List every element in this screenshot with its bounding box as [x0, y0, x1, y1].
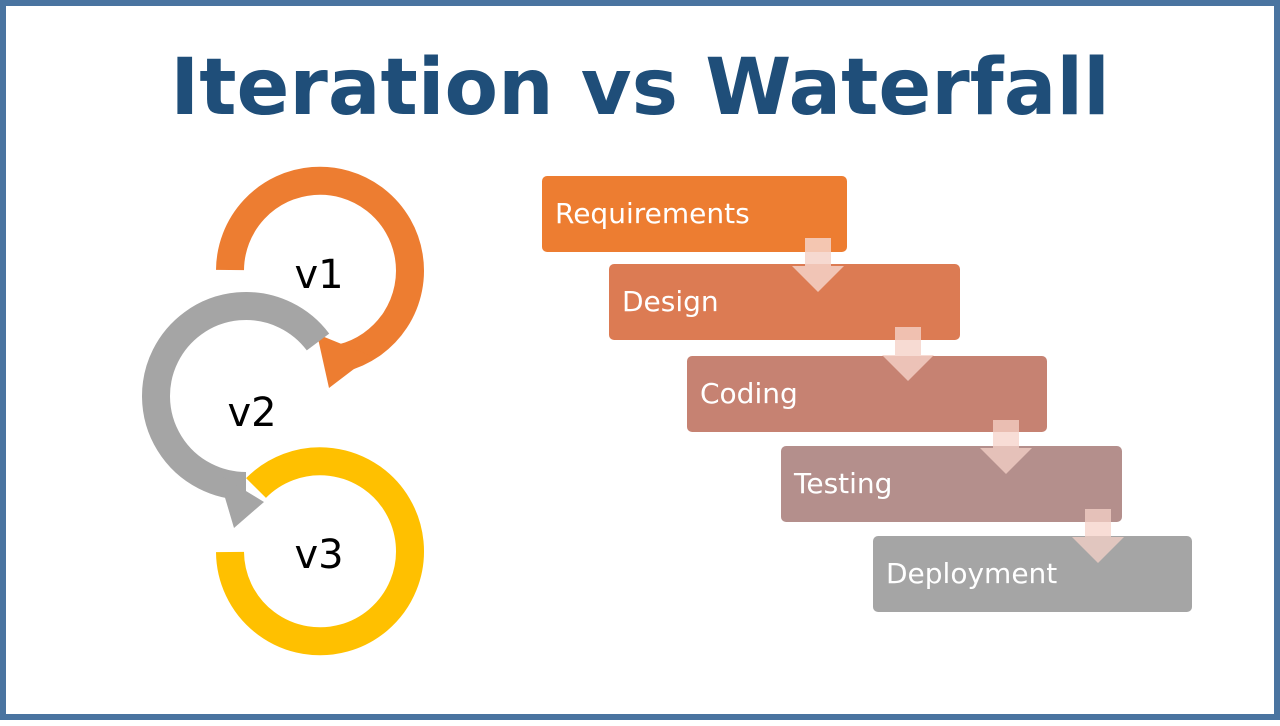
step-label: Testing [794, 467, 893, 500]
step-label: Deployment [886, 557, 1058, 590]
v2-arrowhead [218, 474, 264, 528]
v3-arc [216, 447, 424, 656]
down-arrow-icon [980, 420, 1032, 474]
step-label: Coding [700, 377, 798, 410]
step-label: Design [622, 285, 719, 318]
waterfall-step-requirements: Requirements [542, 176, 847, 252]
v3-label: v3 [294, 532, 343, 578]
slide-title: Iteration vs Waterfall [170, 43, 1110, 133]
v1-arrowhead [317, 334, 371, 388]
v2-arc [142, 292, 330, 500]
v1-label: v1 [294, 252, 343, 298]
down-arrow-icon [792, 238, 844, 292]
waterfall-step-testing: Testing [781, 446, 1122, 522]
down-arrow-icon [1072, 509, 1124, 563]
step-label: Requirements [555, 197, 750, 230]
waterfall-step-deployment: Deployment [873, 536, 1192, 612]
iteration-cycle-diagram: v1 v2 v3 [142, 166, 424, 656]
v2-label: v2 [227, 390, 276, 436]
v1-arc [216, 166, 424, 372]
down-arrow-icon [882, 327, 934, 381]
waterfall-step-coding: Coding [687, 356, 1047, 432]
